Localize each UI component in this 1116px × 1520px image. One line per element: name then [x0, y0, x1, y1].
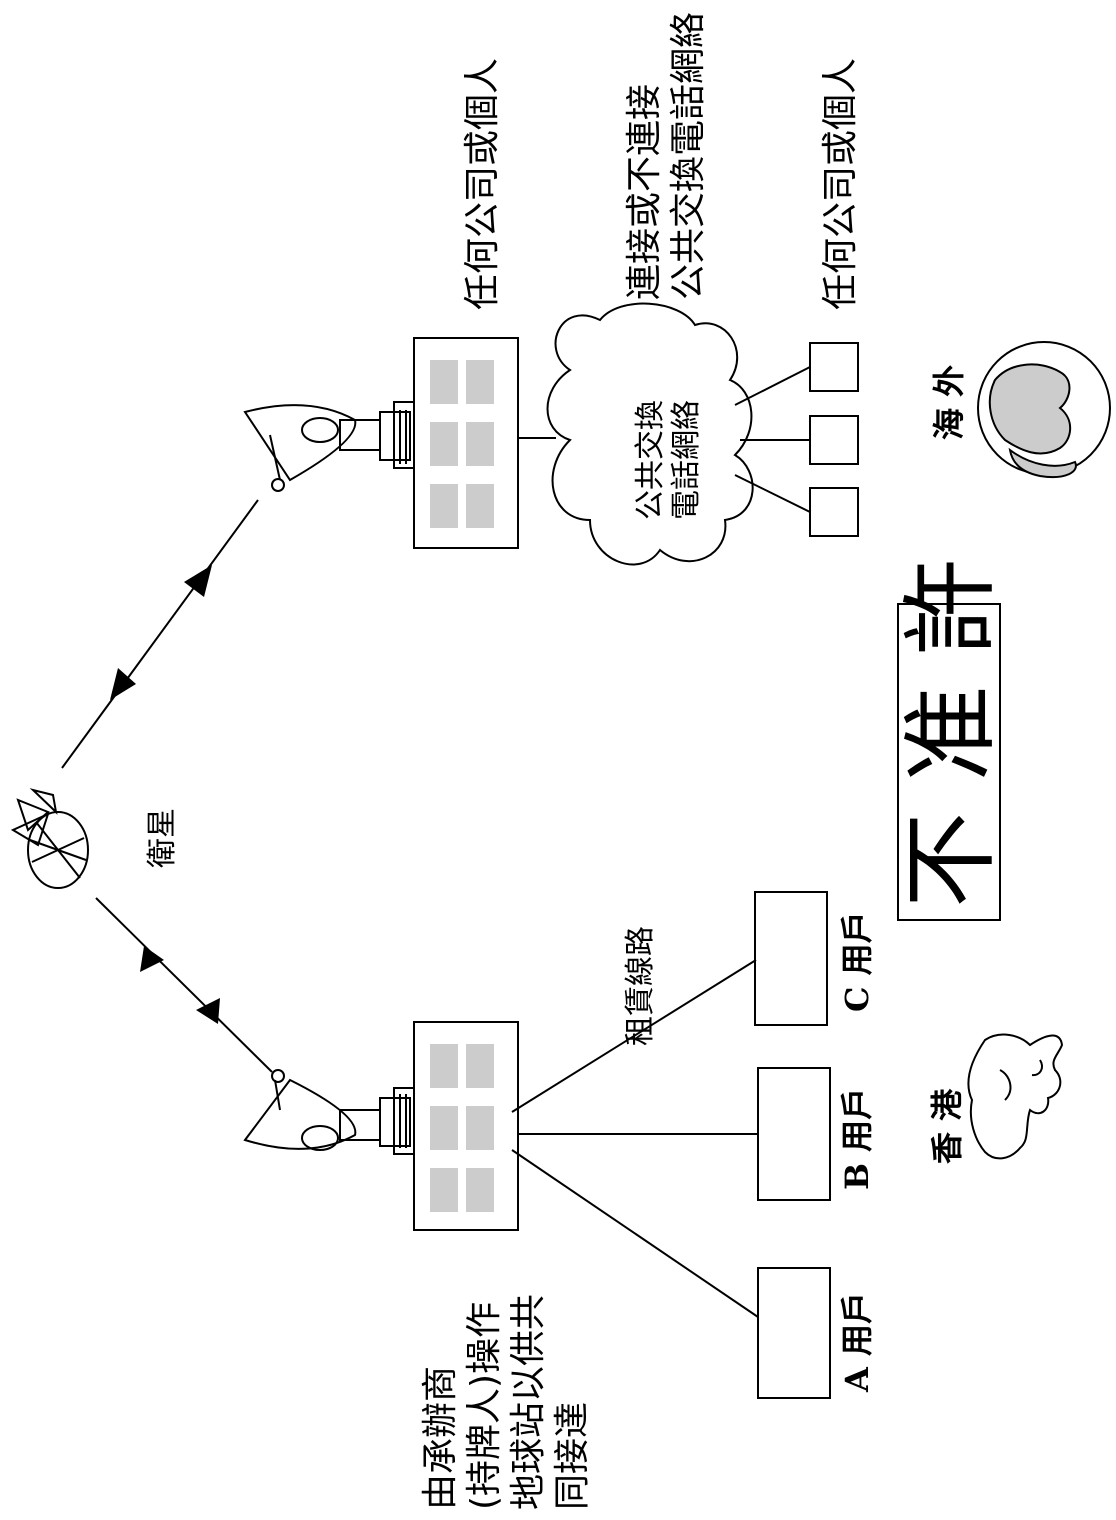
uplink-bottom: [95, 897, 273, 1073]
operator-note-line4: 同接達: [552, 1402, 593, 1510]
operator-note-line1: 由承辦商: [420, 1366, 461, 1510]
satellite-label: 衛星: [145, 808, 180, 868]
cloud-label-line2: 電話網絡: [669, 400, 704, 520]
hongkong-label: 香 港: [928, 1088, 966, 1164]
user-a-label: A 用戶: [838, 1292, 876, 1393]
operator-note-line3: 地球站以供共: [508, 1294, 549, 1510]
user-c-terminal: [754, 891, 828, 1026]
connect-label-line2: 公共交換電話網絡: [668, 12, 709, 300]
overseas-terminal-1: [809, 342, 859, 392]
earth-station-building-top: [413, 337, 519, 549]
overseas-terminal-2: [809, 415, 859, 465]
operator-note-line2: (持牌人)操作: [464, 1302, 505, 1510]
earth-station-building-bottom: [413, 1021, 519, 1231]
user-a-terminal: [757, 1267, 831, 1399]
satellite-icon: [10, 788, 89, 889]
company-label-right: 任何公司或個人: [820, 58, 861, 310]
not-allowed-box: 不 准 許: [895, 559, 1007, 921]
not-allowed-label: 不 准 許: [895, 559, 1007, 908]
hongkong-map-icon: [967, 1033, 1064, 1160]
pstn-cloud: 公共交換 電話網絡: [546, 302, 754, 566]
uplink-top: [61, 499, 259, 769]
company-label-top: 任何公司或個人: [462, 58, 503, 310]
dish-antenna-icon: [243, 401, 415, 492]
user-b-terminal: [757, 1067, 831, 1201]
overseas-label: 海 外: [930, 365, 968, 440]
globe-icon: [977, 341, 1111, 478]
user-b-label: B 用戶: [838, 1088, 876, 1190]
overseas-terminal-3: [809, 487, 859, 537]
cloud-label-line1: 公共交換: [633, 400, 668, 520]
dish-antenna-icon-bottom: [243, 1069, 415, 1155]
user-c-label: C 用戶: [838, 911, 876, 1012]
connect-label-line1: 連接或不連接: [624, 84, 665, 300]
leased-line-label: 租賃線路: [623, 926, 658, 1046]
